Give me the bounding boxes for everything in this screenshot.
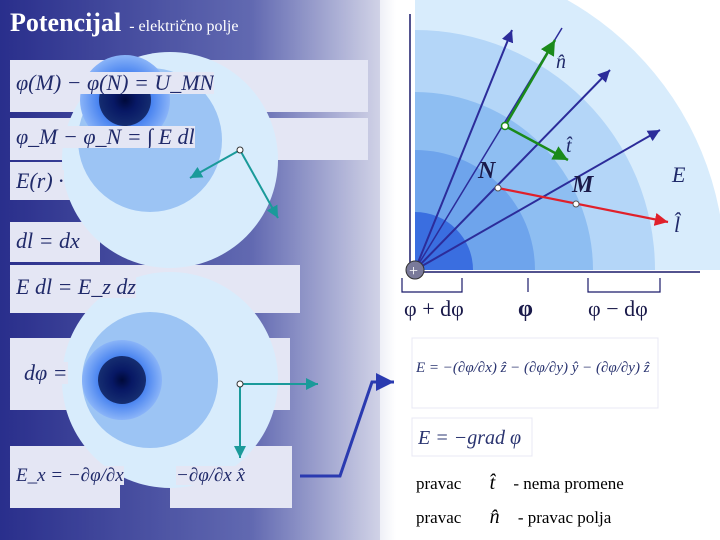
point-m-label: M — [571, 172, 595, 198]
title-main: Potencijal — [10, 8, 122, 37]
n-hat-label: n̂ — [556, 51, 566, 73]
normal-vector — [503, 39, 557, 127]
l-vector — [497, 186, 669, 226]
equation-field: E(r) · — [16, 170, 64, 192]
e-vector-label: E — [671, 162, 686, 187]
t-hat-label: t̂ — [566, 135, 573, 157]
equipotential-circles-bottom — [62, 272, 318, 488]
note-normal: pravac n̂ - pravac polja — [416, 506, 611, 529]
note-tangent: pravac t̂ - nema promene — [416, 472, 624, 495]
plus-sign: + — [409, 263, 418, 280]
point-n-label: N — [477, 158, 497, 184]
note-tangent-word: pravac — [416, 474, 462, 493]
positive-charge — [405, 260, 425, 280]
flow-arrow — [300, 373, 394, 478]
equation-dphi: dφ = — [24, 362, 68, 384]
note-normal-word: pravac — [416, 508, 462, 527]
equation-integral: φ_M − φ_N = ∫ E dl — [16, 126, 195, 148]
equation-potential-difference: φ(M) − φ(N) = U_MN — [16, 72, 215, 94]
slide-title: Potencijal - električno polje — [10, 8, 238, 38]
equation-gradient-components: E = −(∂φ/∂x) ẑ − (∂φ/∂y) ŷ − (∂φ/∂y) ẑ — [416, 360, 650, 377]
note-tangent-desc: - nema promene — [513, 474, 624, 493]
n-hat-icon: n̂ — [489, 506, 500, 528]
phi-label: φ — [518, 296, 533, 322]
tangent-vector — [504, 124, 569, 162]
equation-ex-vector: −∂φ/∂x x̂ — [176, 466, 246, 485]
l-hat-label: l̂ — [674, 212, 682, 237]
t-hat-icon: t̂ — [489, 472, 496, 494]
note-normal-desc: - pravac polja — [517, 508, 612, 527]
phi-plus-dphi: φ + dφ — [404, 296, 464, 321]
equation-dl: dl = dx — [16, 230, 80, 252]
equation-ex: E_x = −∂φ/∂x — [16, 466, 124, 485]
equation-grad: E = −grad φ — [418, 427, 522, 450]
phi-minus-dphi: φ − dφ — [588, 296, 648, 321]
title-subtitle: - električno polje — [129, 18, 239, 35]
equation-e-dl: E dl = E_z dz — [16, 276, 136, 298]
potential-brackets — [401, 278, 661, 293]
